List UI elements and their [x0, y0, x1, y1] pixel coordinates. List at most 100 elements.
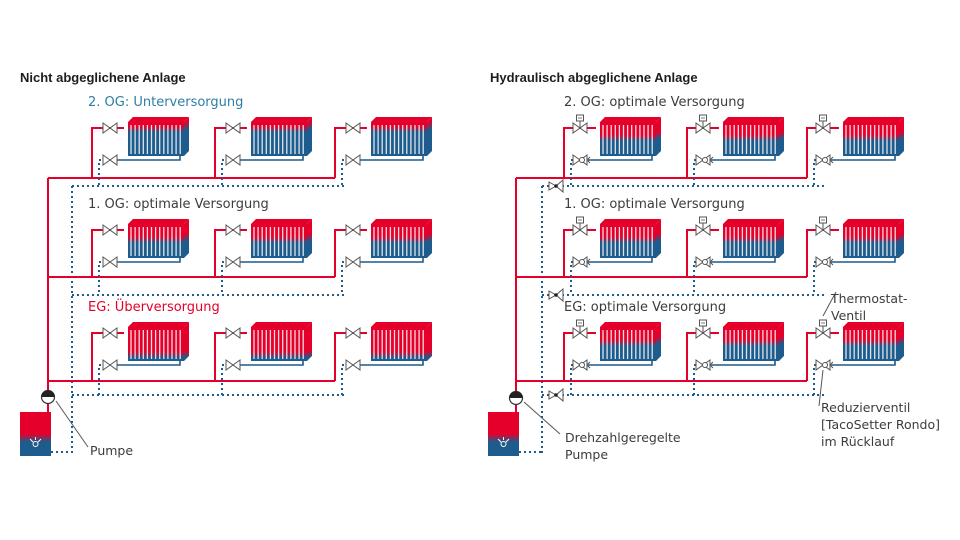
- radiator-top: [251, 117, 312, 122]
- radiator-side: [307, 117, 312, 156]
- reducer-valve-icon: [695, 359, 714, 371]
- floor-group: EG: optimale Versorgung: [516, 300, 904, 403]
- pump-leader-line: [523, 401, 561, 435]
- flow-branch: [686, 332, 719, 381]
- radiator-side: [656, 117, 661, 156]
- radiator: [128, 219, 189, 258]
- floor-group: EG: Überversorgung: [48, 298, 432, 396]
- return-branch: [831, 258, 896, 263]
- return-drop: [813, 159, 816, 186]
- flow-branch: [214, 332, 247, 381]
- return-branch: [831, 156, 896, 161]
- return-drop: [813, 261, 816, 295]
- thermostat-valve-icon: [572, 114, 588, 134]
- radiator-side: [427, 117, 432, 156]
- flow-branch: [806, 229, 839, 277]
- radiator-top: [843, 219, 904, 224]
- floor-label: 2. OG: Unterversorgung: [88, 95, 243, 110]
- bypass-valve-icon: [548, 178, 564, 194]
- return-drop: [341, 261, 344, 295]
- reducer-valve-icon: [695, 154, 714, 166]
- valve-icon: [102, 122, 118, 134]
- radiator: [251, 219, 312, 258]
- reducer-valve-label-line2: [TacoSetter Rondo]: [821, 417, 940, 432]
- return-drop: [570, 159, 573, 186]
- floor-group: 1. OG: optimale Versorgung: [516, 197, 904, 303]
- flow-branch: [334, 229, 367, 277]
- thermostat-valve-icon: [815, 216, 831, 236]
- radiator: [371, 117, 432, 156]
- radiator-top: [723, 322, 784, 327]
- valve-icon: [102, 359, 118, 371]
- return-branch: [711, 156, 776, 161]
- left-panel-title: Nicht abgeglichene Anlage: [20, 70, 186, 85]
- return-drop: [98, 364, 101, 395]
- radiator-side: [779, 219, 784, 258]
- thermostat-valve-icon: [572, 319, 588, 339]
- radiator-top: [843, 322, 904, 327]
- radiator: [371, 219, 432, 258]
- radiator: [723, 117, 784, 156]
- return-drop: [813, 364, 816, 395]
- valve-icon: [225, 256, 241, 268]
- return-drop: [693, 364, 696, 395]
- reducer-valve-icon: [572, 154, 591, 166]
- thermostat-valve-label-line2: Ventil: [831, 308, 866, 323]
- return-branch: [711, 258, 776, 263]
- flow-branch: [214, 229, 247, 277]
- radiator-top: [723, 117, 784, 122]
- radiator: [371, 322, 432, 361]
- return-drop: [693, 159, 696, 186]
- valve-icon: [345, 224, 361, 236]
- speed-controlled-pump-label-line2: Pumpe: [565, 447, 608, 462]
- radiator: [843, 322, 904, 361]
- valve-icon: [102, 327, 118, 339]
- flow-branch: [563, 229, 596, 277]
- floor-label: 1. OG: optimale Versorgung: [564, 197, 745, 212]
- flow-branch: [214, 127, 247, 178]
- radiator-top: [723, 219, 784, 224]
- radiator-top: [128, 117, 189, 122]
- right-panel-title: Hydraulisch abgeglichene Anlage: [490, 70, 698, 85]
- return-drop: [221, 261, 224, 295]
- radiator: [600, 219, 661, 258]
- speed-controlled-pump-label-line1: Drehzahlgeregelte: [565, 430, 681, 445]
- return-branch: [239, 258, 304, 263]
- radiator: [128, 322, 189, 361]
- valve-icon: [345, 327, 361, 339]
- pump-label: Pumpe: [90, 443, 133, 458]
- radiator: [723, 219, 784, 258]
- radiator-side: [427, 219, 432, 258]
- thermostat-valve-label-line1: Thermostat-: [830, 291, 907, 306]
- floor-group: 2. OG: Unterversorgung: [48, 95, 432, 187]
- return-branch: [588, 258, 653, 263]
- return-branch: [239, 361, 304, 366]
- return-drop: [98, 159, 101, 186]
- flow-branch: [91, 127, 124, 178]
- reducer-valve-icon: [815, 256, 834, 268]
- reducer-valve-icon: [815, 154, 834, 166]
- return-branch: [116, 258, 181, 263]
- reducer-leader-line: [818, 369, 824, 407]
- valve-icon: [225, 327, 241, 339]
- flow-branch: [686, 127, 719, 178]
- valve-icon: [345, 256, 361, 268]
- return-branch: [116, 156, 181, 161]
- valve-icon: [345, 359, 361, 371]
- radiator-side: [184, 322, 189, 361]
- reducer-valve-label-line1: Reduzierventil: [821, 400, 910, 415]
- return-drop: [570, 261, 573, 295]
- radiator-side: [779, 322, 784, 361]
- radiator: [600, 117, 661, 156]
- radiator-side: [899, 322, 904, 361]
- pump-icon: [40, 389, 56, 405]
- reducer-valve-icon: [572, 359, 591, 371]
- radiator: [723, 322, 784, 361]
- flow-branch: [686, 229, 719, 277]
- radiator-top: [600, 322, 661, 327]
- return-drop: [693, 261, 696, 295]
- radiator: [843, 219, 904, 258]
- reducer-valve-icon: [695, 256, 714, 268]
